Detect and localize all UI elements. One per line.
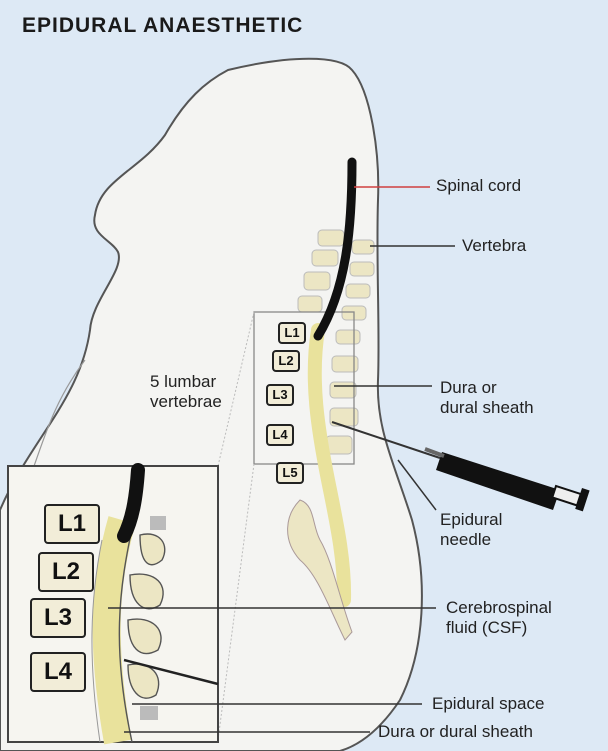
label-dura-sheath-bottom: Dura or dural sheath <box>378 722 533 742</box>
label-csf-line2: fluid (CSF) <box>446 618 527 638</box>
diagram-title: EPIDURAL ANAESTHETIC <box>22 14 303 38</box>
label-needle-line1: Epidural <box>440 510 502 530</box>
inset-vertebra-label-l2: L2 <box>38 552 94 592</box>
label-vertebra: Vertebra <box>462 236 526 256</box>
label-dura-line2: dural sheath <box>440 398 534 418</box>
vertebra-label-l1: L1 <box>278 322 306 344</box>
vertebra-label-l2: L2 <box>272 350 300 372</box>
vertebra-label-l5: L5 <box>276 462 304 484</box>
label-spinal-cord: Spinal cord <box>436 176 521 196</box>
label-needle-line2: needle <box>440 530 491 550</box>
label-dura-line1: Dura or <box>440 378 497 398</box>
vertebra-label-l3: L3 <box>266 384 294 406</box>
label-csf-line1: Cerebrospinal <box>446 598 552 618</box>
inset-vertebra-label-l3: L3 <box>30 598 86 638</box>
label-lumbar-line2: vertebrae <box>150 392 222 412</box>
syringe <box>425 449 590 511</box>
label-lumbar-line1: 5 lumbar <box>150 372 216 392</box>
label-epidural-space: Epidural space <box>432 694 544 714</box>
inset-vertebra-label-l4: L4 <box>30 652 86 692</box>
vertebra-label-l4: L4 <box>266 424 294 446</box>
inset-vertebra-label-l1: L1 <box>44 504 100 544</box>
